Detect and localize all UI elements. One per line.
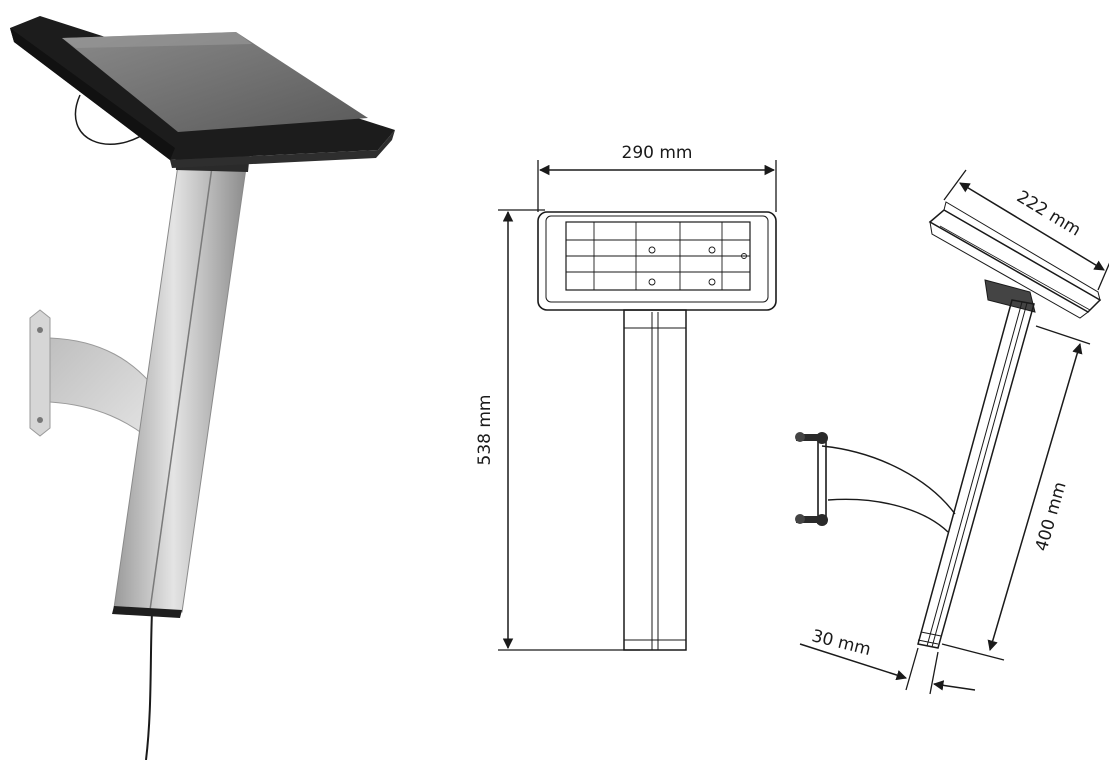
- pole-length-dimension-line: [987, 342, 1083, 652]
- diagonal-label: 222 mm: [1013, 187, 1084, 241]
- diagonal-dimension-line: [959, 182, 1105, 271]
- pole-width-label: 30 mm: [810, 626, 873, 660]
- cable: [74, 94, 151, 145]
- front-screen-grid: [565, 221, 751, 291]
- pole-width-arrow-left: [799, 643, 907, 681]
- cable-bottom: [145, 611, 153, 760]
- front-head: [537, 211, 777, 311]
- pole-width-arrow-right: [932, 680, 976, 691]
- side-wall-bracket: [795, 432, 956, 533]
- kiosk-photo: [10, 16, 395, 760]
- tablet-screen: [62, 32, 368, 132]
- height-label: 538 mm: [475, 395, 495, 466]
- side-pole: [917, 299, 1035, 649]
- front-pole: [623, 309, 687, 651]
- side-drawing: 222 mm: [795, 169, 1109, 695]
- front-drawing: 290 mm 538 mm: [475, 143, 777, 651]
- screw-bottom: [795, 514, 828, 526]
- width-label: 290 mm: [622, 143, 693, 163]
- screw-top: [795, 432, 828, 444]
- pole-length-label: 400 mm: [1032, 480, 1071, 554]
- tablet-frame: [10, 16, 395, 168]
